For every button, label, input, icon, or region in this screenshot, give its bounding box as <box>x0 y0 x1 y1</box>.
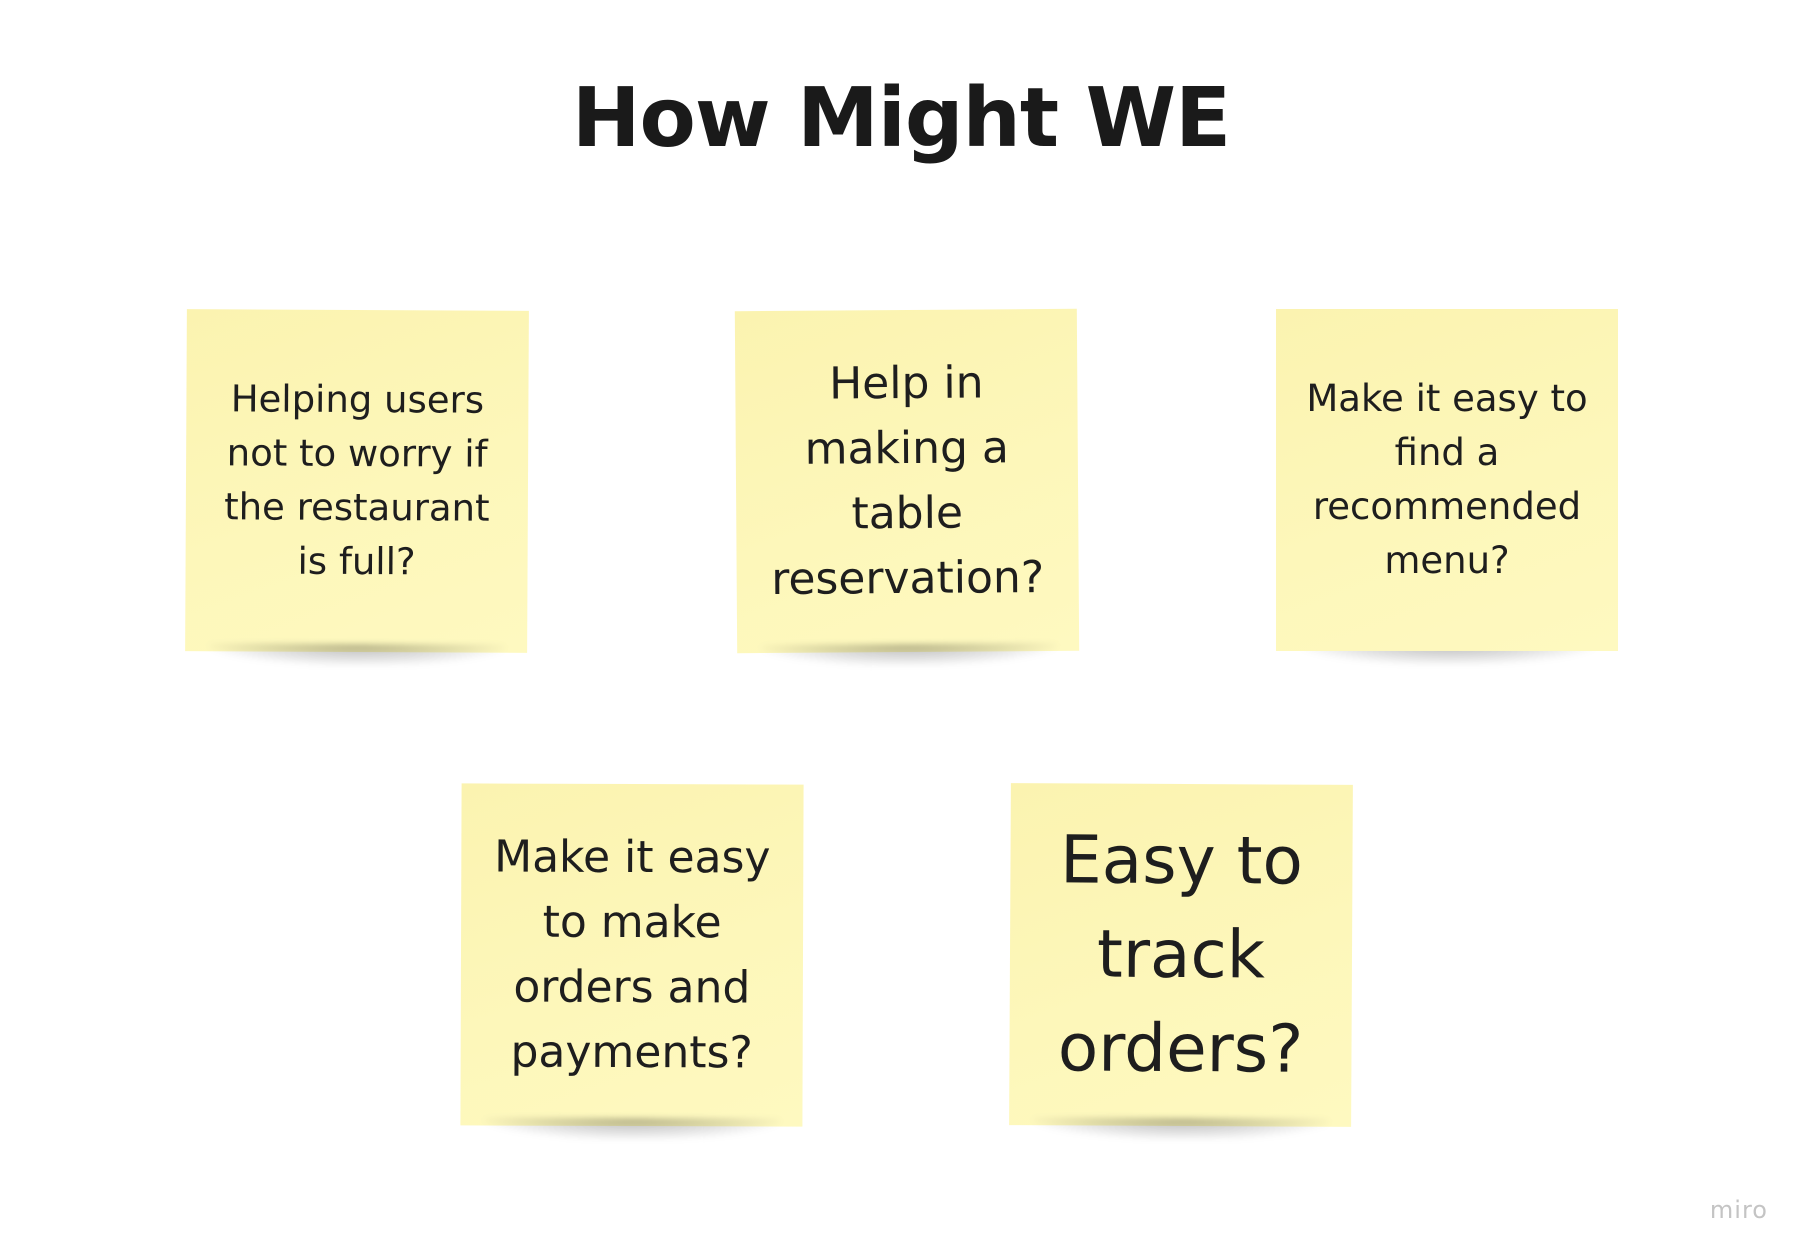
sticky-note-1[interactable]: Helping users not to worry if the restau… <box>185 309 529 653</box>
sticky-note-3[interactable]: Make it easy to find a recommended menu? <box>1276 309 1618 651</box>
sticky-note-text: Easy to track orders? <box>1057 821 1304 1088</box>
miro-watermark: miro <box>1709 1196 1768 1224</box>
sticky-note-text: Help in making a table reservation? <box>771 357 1045 605</box>
sticky-note-4[interactable]: Make it easy to make orders and payments… <box>460 783 804 1127</box>
board-title[interactable]: How Might WE <box>571 71 1231 166</box>
sticky-note-text: Make it easy to make orders and payments… <box>494 831 771 1079</box>
sticky-note-text: Helping users not to worry if the restau… <box>224 377 490 584</box>
sticky-note-2[interactable]: Help in making a table reservation? <box>734 308 1080 654</box>
sticky-note-5[interactable]: Easy to track orders? <box>1009 783 1353 1127</box>
sticky-note-text: Make it easy to find a recommended menu? <box>1306 377 1588 582</box>
